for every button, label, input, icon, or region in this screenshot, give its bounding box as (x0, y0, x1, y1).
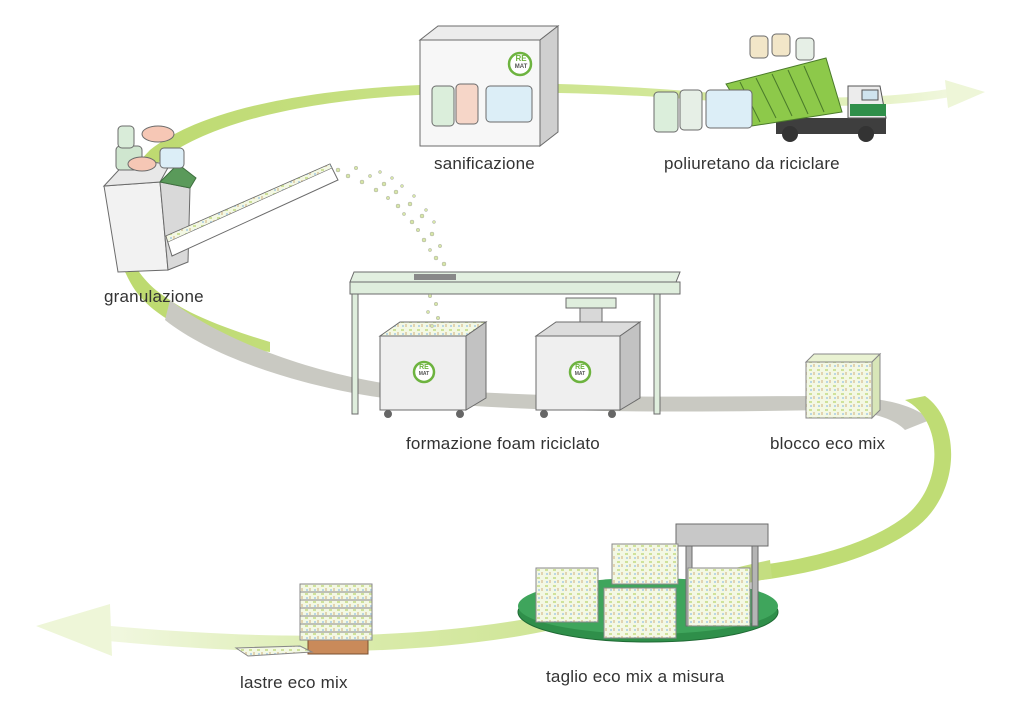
step-label-polyurethane: poliuretano da riciclare (664, 154, 840, 173)
flow-band-middle (165, 300, 930, 430)
mixing-tanks-icon (349, 271, 681, 418)
flow-arrowhead-end (36, 604, 112, 656)
step-label-sheets: lastre eco mix (240, 673, 348, 692)
remat-logo: RE MAT (510, 55, 532, 71)
remat-logo-line1: RE (575, 364, 585, 371)
step-label-sanitization: sanificazione (434, 154, 535, 173)
sheet-stack-pallet-icon (234, 583, 373, 657)
remat-logo-line2: MAT (574, 371, 586, 377)
step-label-foam-forming: formazione foam riciclato (406, 434, 600, 453)
step-label-eco-block: blocco eco mix (770, 434, 886, 453)
remat-logo-line1: RE (515, 54, 527, 63)
step-label-cutting: taglio eco mix a misura (546, 667, 725, 686)
remat-logo-line1: RE (419, 364, 429, 371)
flow-arrowhead-start (945, 80, 985, 108)
cutting-machine-icon (517, 523, 779, 643)
foam-block-icon (804, 352, 882, 420)
granulator-machine-icon (102, 125, 447, 273)
remat-logo: RE MAT (414, 364, 434, 378)
remat-logo-line2: MAT (514, 64, 528, 70)
sanitization-chamber-icon (418, 24, 560, 148)
remat-logo-line2: MAT (418, 371, 430, 377)
flow-band-right-curve (760, 396, 952, 580)
dump-truck-icon (653, 33, 887, 142)
step-label-granulation: granulazione (104, 287, 204, 306)
remat-logo: RE MAT (570, 364, 590, 378)
